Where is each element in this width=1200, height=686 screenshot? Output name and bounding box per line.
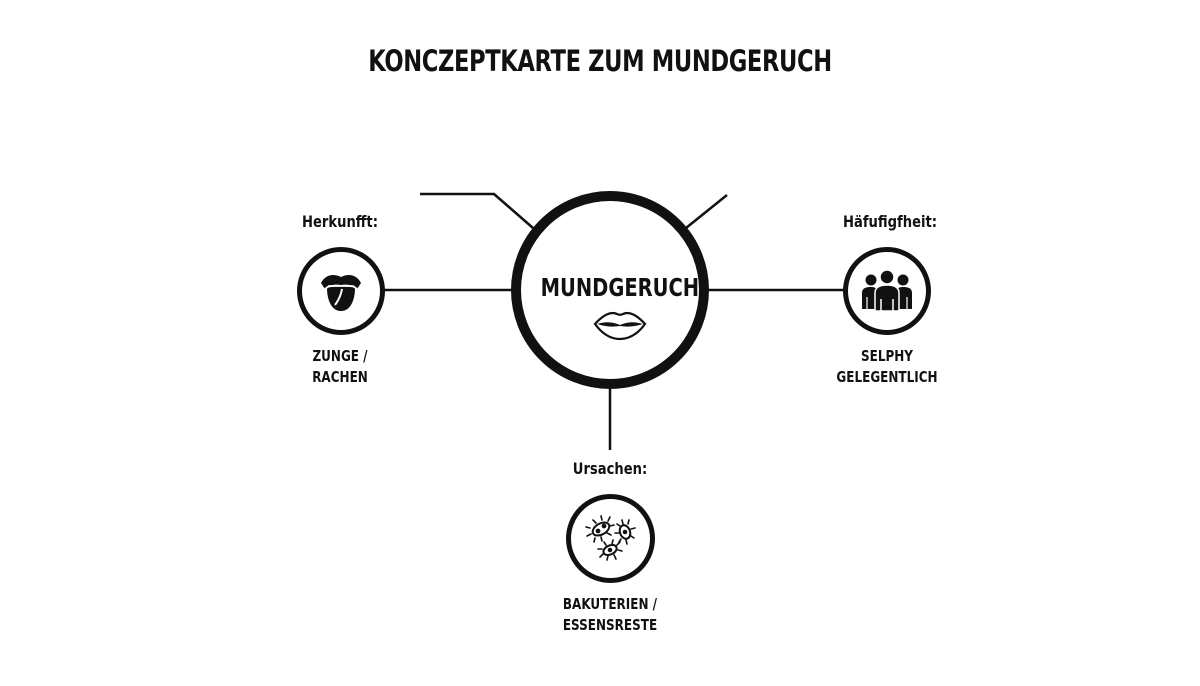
causes-heading: Ursachen: xyxy=(572,459,648,478)
lips-icon xyxy=(593,311,647,341)
frequency-node xyxy=(843,247,931,335)
origin-caption-line1: ZUNGE / xyxy=(312,347,368,365)
connector-top-right xyxy=(685,194,728,229)
diagram-title: KONCZEPTKARTE ZUM MUNDGERUCH xyxy=(368,44,832,78)
frequency-heading: Häfufigfheit: xyxy=(843,212,937,231)
frequency-caption-line2: GELEGENTLICH xyxy=(836,368,938,386)
origin-caption-line2: RACHEN xyxy=(312,368,368,386)
frequency-caption: SELPHY GELEGENTLICH xyxy=(835,346,939,388)
people-group-icon xyxy=(862,269,912,312)
causes-caption-line1: BAKUTERIEN / xyxy=(562,595,658,613)
origin-heading: Herkunfft: xyxy=(302,212,378,231)
central-node-label: MUNDGERUCH xyxy=(540,273,700,302)
tongue-icon xyxy=(321,275,361,311)
connector-top-left xyxy=(420,192,534,229)
bacteria-icon xyxy=(584,514,636,561)
causes-node xyxy=(566,494,655,583)
causes-caption-line2: ESSENSRESTE xyxy=(562,616,658,634)
origin-caption: ZUNGE / RACHEN xyxy=(296,346,384,388)
origin-node xyxy=(297,247,385,335)
frequency-caption-line1: SELPHY xyxy=(860,347,914,365)
central-node: MUNDGERUCH xyxy=(511,191,709,389)
causes-caption: BAKUTERIEN / ESSENSRESTE xyxy=(558,594,662,636)
